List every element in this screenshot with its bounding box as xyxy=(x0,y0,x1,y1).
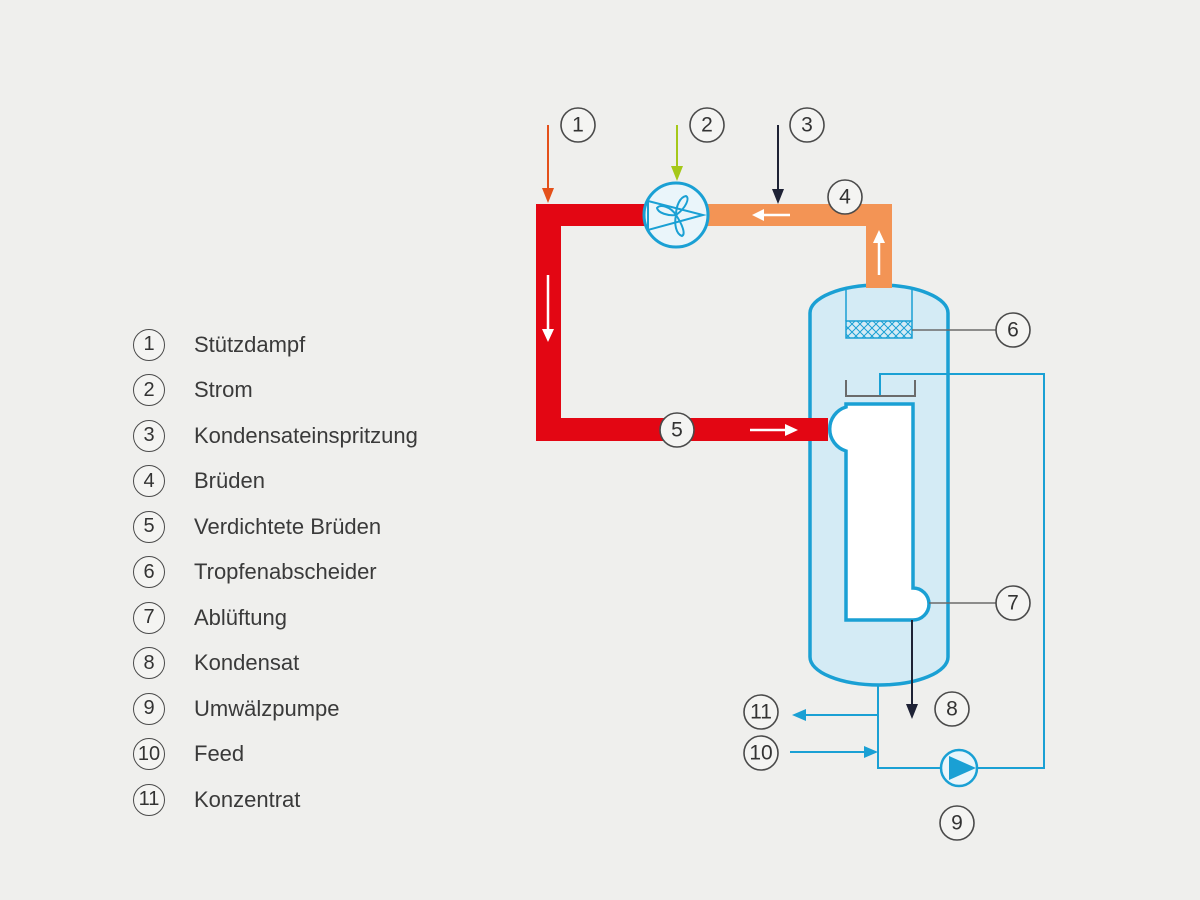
legend-number: 4 xyxy=(133,465,165,498)
legend-label: Umwälzpumpe xyxy=(194,695,340,721)
callout-8: 8 xyxy=(934,691,970,727)
legend-number: 7 xyxy=(133,601,165,634)
callout-3: 3 xyxy=(789,107,825,143)
legend-item-3: 3 Kondensateinspritzung xyxy=(133,413,418,459)
condensate-injection-arrow-icon xyxy=(772,125,784,204)
circulation-pump-icon xyxy=(939,748,979,788)
flow-arrow-right-icon xyxy=(750,424,798,436)
callout-9: 9 xyxy=(939,805,975,841)
concentrate-arrow-icon xyxy=(792,709,878,721)
legend-item-4: 4 Brüden xyxy=(133,459,418,505)
legend-number: 8 xyxy=(133,647,165,680)
legend-item-7: 7 Ablüftung xyxy=(133,595,418,641)
vapor-pipe xyxy=(705,204,892,288)
legend-item-1: 1 Stützdampf xyxy=(133,322,418,368)
callout-5: 5 xyxy=(659,412,695,448)
legend-label: Kondensateinspritzung xyxy=(194,422,418,448)
circulation-line xyxy=(877,686,940,769)
legend-label: Tropfenabscheider xyxy=(194,559,377,585)
condensate-arrow-icon xyxy=(906,620,918,719)
callout-11: 11 xyxy=(743,694,779,730)
legend-number: 5 xyxy=(133,510,165,543)
callout-number: 10 xyxy=(749,742,772,765)
legend-number: 10 xyxy=(133,738,165,771)
callout-number: 6 xyxy=(1007,319,1019,342)
legend-label: Stützdampf xyxy=(194,331,306,357)
legend-item-9: 9 Umwälzpumpe xyxy=(133,686,418,732)
callout-number: 11 xyxy=(750,701,772,724)
callout-number: 8 xyxy=(946,698,958,721)
legend-label: Verdichtete Brüden xyxy=(194,513,382,539)
callout-6: 6 xyxy=(995,312,1031,348)
legend-label: Strom xyxy=(194,377,253,403)
legend: 1 Stützdampf 2 Strom 3 Kondensateinspritzun… xyxy=(133,322,418,823)
legend-number: 1 xyxy=(133,328,165,361)
legend-item-11: 11 Konzentrat xyxy=(133,777,418,823)
power-arrow-icon xyxy=(671,125,683,181)
compressor-fan-icon xyxy=(642,181,710,249)
legend-label: Brüden xyxy=(194,468,265,494)
legend-item-8: 8 Kondensat xyxy=(133,641,418,687)
support-steam-arrow-icon xyxy=(542,125,554,203)
callout-number: 4 xyxy=(839,186,851,209)
callout-number: 5 xyxy=(671,419,683,442)
legend-item-5: 5 Verdichtete Brüden xyxy=(133,504,418,550)
callout-number: 3 xyxy=(801,114,813,137)
callout-number: 9 xyxy=(951,812,963,835)
callout-1: 1 xyxy=(560,107,596,143)
legend-label: Feed xyxy=(194,741,245,767)
legend-number: 11 xyxy=(133,783,165,816)
callout-10: 10 xyxy=(743,735,779,771)
legend-number: 2 xyxy=(133,374,165,407)
legend-number: 3 xyxy=(133,419,165,452)
callout-number: 1 xyxy=(572,114,584,137)
callout-4: 4 xyxy=(827,179,863,215)
callout-number: 2 xyxy=(701,114,713,137)
feed-arrow-icon xyxy=(790,746,878,758)
legend-number: 6 xyxy=(133,556,165,589)
heat-exchanger xyxy=(828,402,931,622)
legend-label: Ablüftung xyxy=(194,604,287,630)
legend-number: 9 xyxy=(133,692,165,725)
return-line xyxy=(879,373,1045,769)
legend-label: Konzentrat xyxy=(194,786,301,812)
callout-2: 2 xyxy=(689,107,725,143)
callout-7: 7 xyxy=(995,585,1031,621)
legend-label: Kondensat xyxy=(194,650,300,676)
callout-number: 7 xyxy=(1007,592,1019,615)
flow-arrow-down-icon xyxy=(542,275,554,342)
distributor-tray xyxy=(845,380,916,397)
flow-arrow-up-icon xyxy=(873,230,885,275)
flow-arrow-left-icon xyxy=(752,209,790,221)
legend-item-6: 6 Tropfenabscheider xyxy=(133,550,418,596)
legend-item-10: 10 Feed xyxy=(133,732,418,778)
legend-item-2: 2 Strom xyxy=(133,368,418,414)
